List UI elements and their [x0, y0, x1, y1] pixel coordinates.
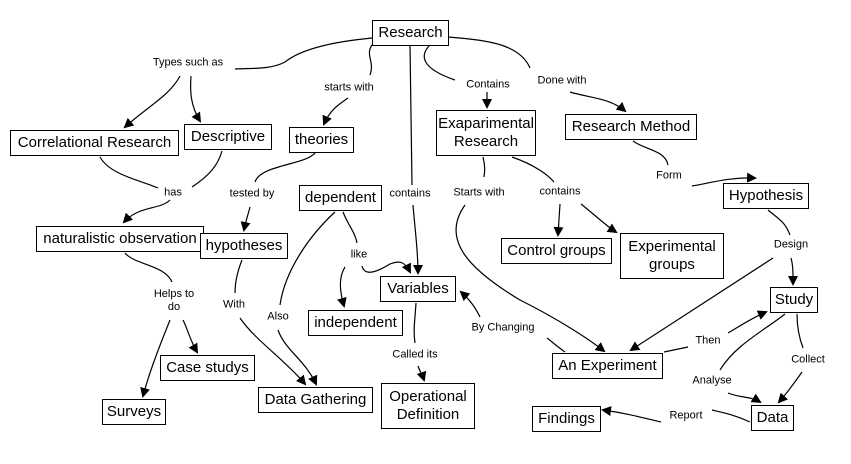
arrow-calledits-opdef — [416, 365, 427, 382]
connector-descriptive-has — [191, 150, 223, 188]
link-label: Form — [655, 169, 683, 183]
arrow-bychanging-variables — [459, 290, 481, 318]
node-operational-definition: Operational Definition — [381, 383, 475, 429]
arrow-startswith-theories — [322, 97, 349, 126]
link-label: like — [349, 248, 369, 262]
arrow-has-naturalistic — [122, 199, 171, 224]
arrow-contains-control — [553, 203, 564, 237]
arrow-with-datagathering — [239, 317, 307, 386]
connector-study-collect — [796, 313, 804, 349]
arrow-contains-expgroups — [580, 203, 618, 234]
node-descriptive: Descriptive — [184, 124, 272, 150]
node-research-method: Research Method — [565, 114, 697, 140]
link-label: Called its — [391, 348, 439, 362]
link-label: Done with — [536, 74, 588, 88]
arrow-testedby-hypotheses — [240, 206, 251, 232]
arrow-contains-variables — [412, 204, 423, 275]
link-label: Then — [694, 334, 722, 348]
node-correlational-research: Correlational Research — [10, 130, 179, 156]
arrow-helps-surveys — [140, 319, 171, 398]
connector-research-contains — [423, 44, 456, 81]
link-label: Helps to do — [152, 288, 196, 314]
node-experimental-groups: Experimental groups — [620, 233, 724, 279]
node-surveys: Surveys — [102, 399, 166, 425]
connector-research-contains2 — [409, 44, 413, 186]
arrow-report-findings — [601, 406, 662, 423]
arrow-like-variables — [361, 261, 411, 274]
link-label: contains — [538, 185, 582, 199]
node-hypotheses: hypotheses — [200, 233, 288, 259]
node-naturalistic-observation: naturalistic observation — [36, 226, 204, 252]
connector-naturalistic-helps — [124, 252, 173, 283]
arrow-donewith-method — [569, 91, 627, 113]
connector-exp-contains — [511, 156, 555, 183]
link-label: Design — [772, 238, 810, 252]
arrow-like-independent — [336, 266, 347, 308]
node-dependent: dependent — [299, 185, 382, 211]
node-findings: Findings — [532, 406, 601, 432]
connector-correlational-has — [99, 156, 159, 189]
arrow-types-correlational — [123, 75, 181, 129]
connector-study-analyse — [719, 313, 786, 371]
node-research: Research — [372, 20, 449, 46]
arrow-design-anexperiment — [629, 257, 774, 352]
connector-exp-startswith — [482, 156, 486, 178]
node-hypothesis: Hypothesis — [723, 183, 809, 209]
arrow-form-hypothesis — [691, 172, 757, 187]
connector-method-form — [632, 140, 669, 166]
link-label: Starts with — [452, 186, 506, 200]
connector-research-types — [234, 37, 373, 70]
node-theories: theories — [289, 127, 354, 153]
connector-dependent-also — [279, 211, 336, 306]
connector-research-startswith — [368, 44, 373, 76]
link-label: Collect — [790, 353, 826, 367]
node-data: Data — [751, 405, 794, 431]
node-data-gathering: Data Gathering — [258, 387, 373, 413]
arrow-then-study — [727, 310, 768, 334]
arrow-also-datagathering — [277, 329, 318, 386]
node-experimental-research: Exaparimental Research — [436, 110, 536, 156]
arrow-design-study — [787, 257, 798, 286]
connector-theories-testedby — [254, 152, 316, 183]
link-label: Contains — [465, 78, 511, 92]
node-control-groups: Control groups — [501, 238, 612, 264]
link-label: By Changing — [470, 321, 536, 335]
connector-anexperiment-bychanging — [546, 337, 566, 353]
link-label: starts with — [323, 81, 375, 95]
connector-dependent-like — [342, 211, 358, 244]
connector-hypothesis-design — [767, 209, 791, 236]
link-label: tested by — [228, 187, 276, 201]
link-label: Report — [668, 409, 704, 423]
link-label: Types such as — [151, 56, 225, 70]
node-variables: Variables — [380, 276, 456, 302]
link-label: Also — [266, 310, 290, 324]
arrow-types-descriptive — [189, 75, 202, 123]
node-an-experiment: An Experiment — [552, 353, 663, 379]
node-case-studys: Case studys — [160, 355, 255, 381]
arrow-analyse-data — [727, 392, 762, 404]
connector-data-report — [711, 409, 751, 423]
node-study: Study — [770, 287, 818, 313]
node-independent: independent — [308, 310, 403, 336]
link-label: has — [163, 186, 183, 200]
link-label: contains — [388, 187, 432, 201]
link-label: Analyse — [691, 374, 733, 388]
connector-variables-calledits — [413, 302, 417, 344]
arrow-collect-data — [777, 371, 803, 404]
link-label: With — [222, 298, 246, 312]
arrow-helps-casestudys — [182, 319, 199, 354]
arrow-startswith-anexperiment — [455, 204, 606, 353]
connector-hypotheses-with — [234, 259, 243, 294]
connector-anexperiment-then — [663, 346, 689, 353]
connector-research-donewith — [447, 36, 531, 69]
